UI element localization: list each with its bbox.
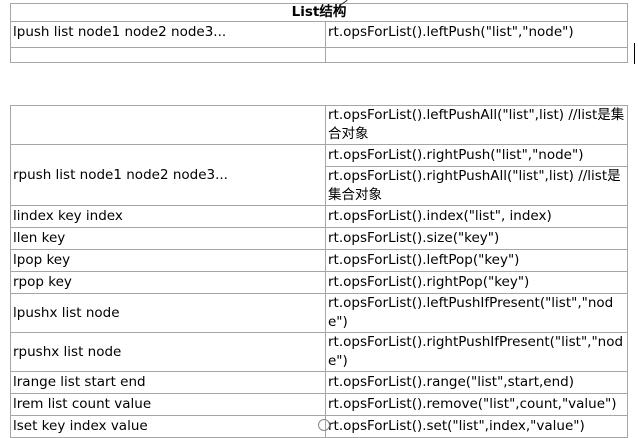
java-method-cell[interactable]: rt.opsForList().leftPop("key")	[325, 249, 628, 272]
redis-command-cell[interactable]: rpush list node1 node2 node3...	[10, 144, 326, 206]
table-row: lpush list node1 node2 node3... rt.opsFo…	[10, 21, 628, 48]
java-method-cell[interactable]: rt.opsForList().rightPush("list","node")	[325, 144, 628, 167]
title-row: List结构	[10, 3, 628, 22]
table-row-empty	[10, 47, 628, 63]
java-method-cell[interactable]: rt.opsForList().leftPushAll("list",list)…	[325, 105, 628, 145]
table-row: lpop key rt.opsForList().leftPop("key")	[10, 249, 628, 272]
empty-cell[interactable]	[325, 47, 628, 63]
list-structure-table-main: rt.opsForList().leftPushAll("list",list)…	[10, 105, 628, 438]
empty-cell[interactable]	[10, 47, 326, 63]
table-row: rpushx list node rt.opsForList().rightPu…	[10, 332, 628, 372]
java-method-cell[interactable]: rt.opsForList().index("list", index)	[325, 205, 628, 228]
redis-command-cell[interactable]: lrange list start end	[10, 371, 326, 394]
redis-command-cell[interactable]: lpush list node1 node2 node3...	[10, 21, 326, 48]
table-row: lrem list count value rt.opsForList().re…	[10, 393, 628, 416]
java-method-cell[interactable]: rt.opsForList().size("key")	[325, 227, 628, 250]
java-method-cell[interactable]: rt.opsForList().rightPop("key")	[325, 271, 628, 294]
java-method-cell[interactable]: rt.opsForList().rightPushIfPresent("list…	[325, 332, 628, 372]
redis-command-cell[interactable]: lpushx list node	[10, 293, 326, 333]
table-row: rpop key rt.opsForList().rightPop("key")	[10, 271, 628, 294]
table-row: rt.opsForList().leftPushAll("list",list)…	[10, 105, 628, 145]
table-row: lindex key index rt.opsForList().index("…	[10, 205, 628, 228]
redis-command-cell[interactable]	[10, 105, 326, 145]
redis-command-cell[interactable]: rpop key	[10, 271, 326, 294]
redis-command-cell[interactable]: lindex key index	[10, 205, 326, 228]
list-structure-table-top: List结构 lpush list node1 node2 node3... r…	[10, 3, 628, 63]
table-row: lpushx list node rt.opsForList().leftPus…	[10, 293, 628, 333]
table-row: llen key rt.opsForList().size("key")	[10, 227, 628, 250]
redis-command-cell[interactable]: lpop key	[10, 249, 326, 272]
redis-command-cell[interactable]: llen key	[10, 227, 326, 250]
table-row: rt.opsForList().rightPushAll("list",list…	[11, 166, 628, 206]
java-method-cell[interactable]: rt.opsForList().leftPushIfPresent("list"…	[325, 293, 628, 333]
table-row: rpush list node1 node2 node3... rt.opsFo…	[10, 144, 628, 206]
java-method-cell[interactable]: rt.opsForList().rightPushAll("list",list…	[325, 166, 628, 206]
table-title: List结构	[10, 3, 628, 22]
table-row: lrange list start end rt.opsForList().ra…	[10, 371, 628, 394]
java-method-cell[interactable]: rt.opsForList().leftPush("list","node")	[325, 21, 628, 48]
circle-mark-icon	[318, 419, 330, 431]
java-method-cell[interactable]: rt.opsForList().range("list",start,end)	[325, 371, 628, 394]
redis-command-cell[interactable]: lrem list count value	[10, 393, 326, 416]
text-cursor	[634, 43, 635, 64]
java-method-cell[interactable]: rt.opsForList().remove("list",count,"val…	[325, 393, 628, 416]
redis-command-cell[interactable]: rpushx list node	[10, 332, 326, 372]
